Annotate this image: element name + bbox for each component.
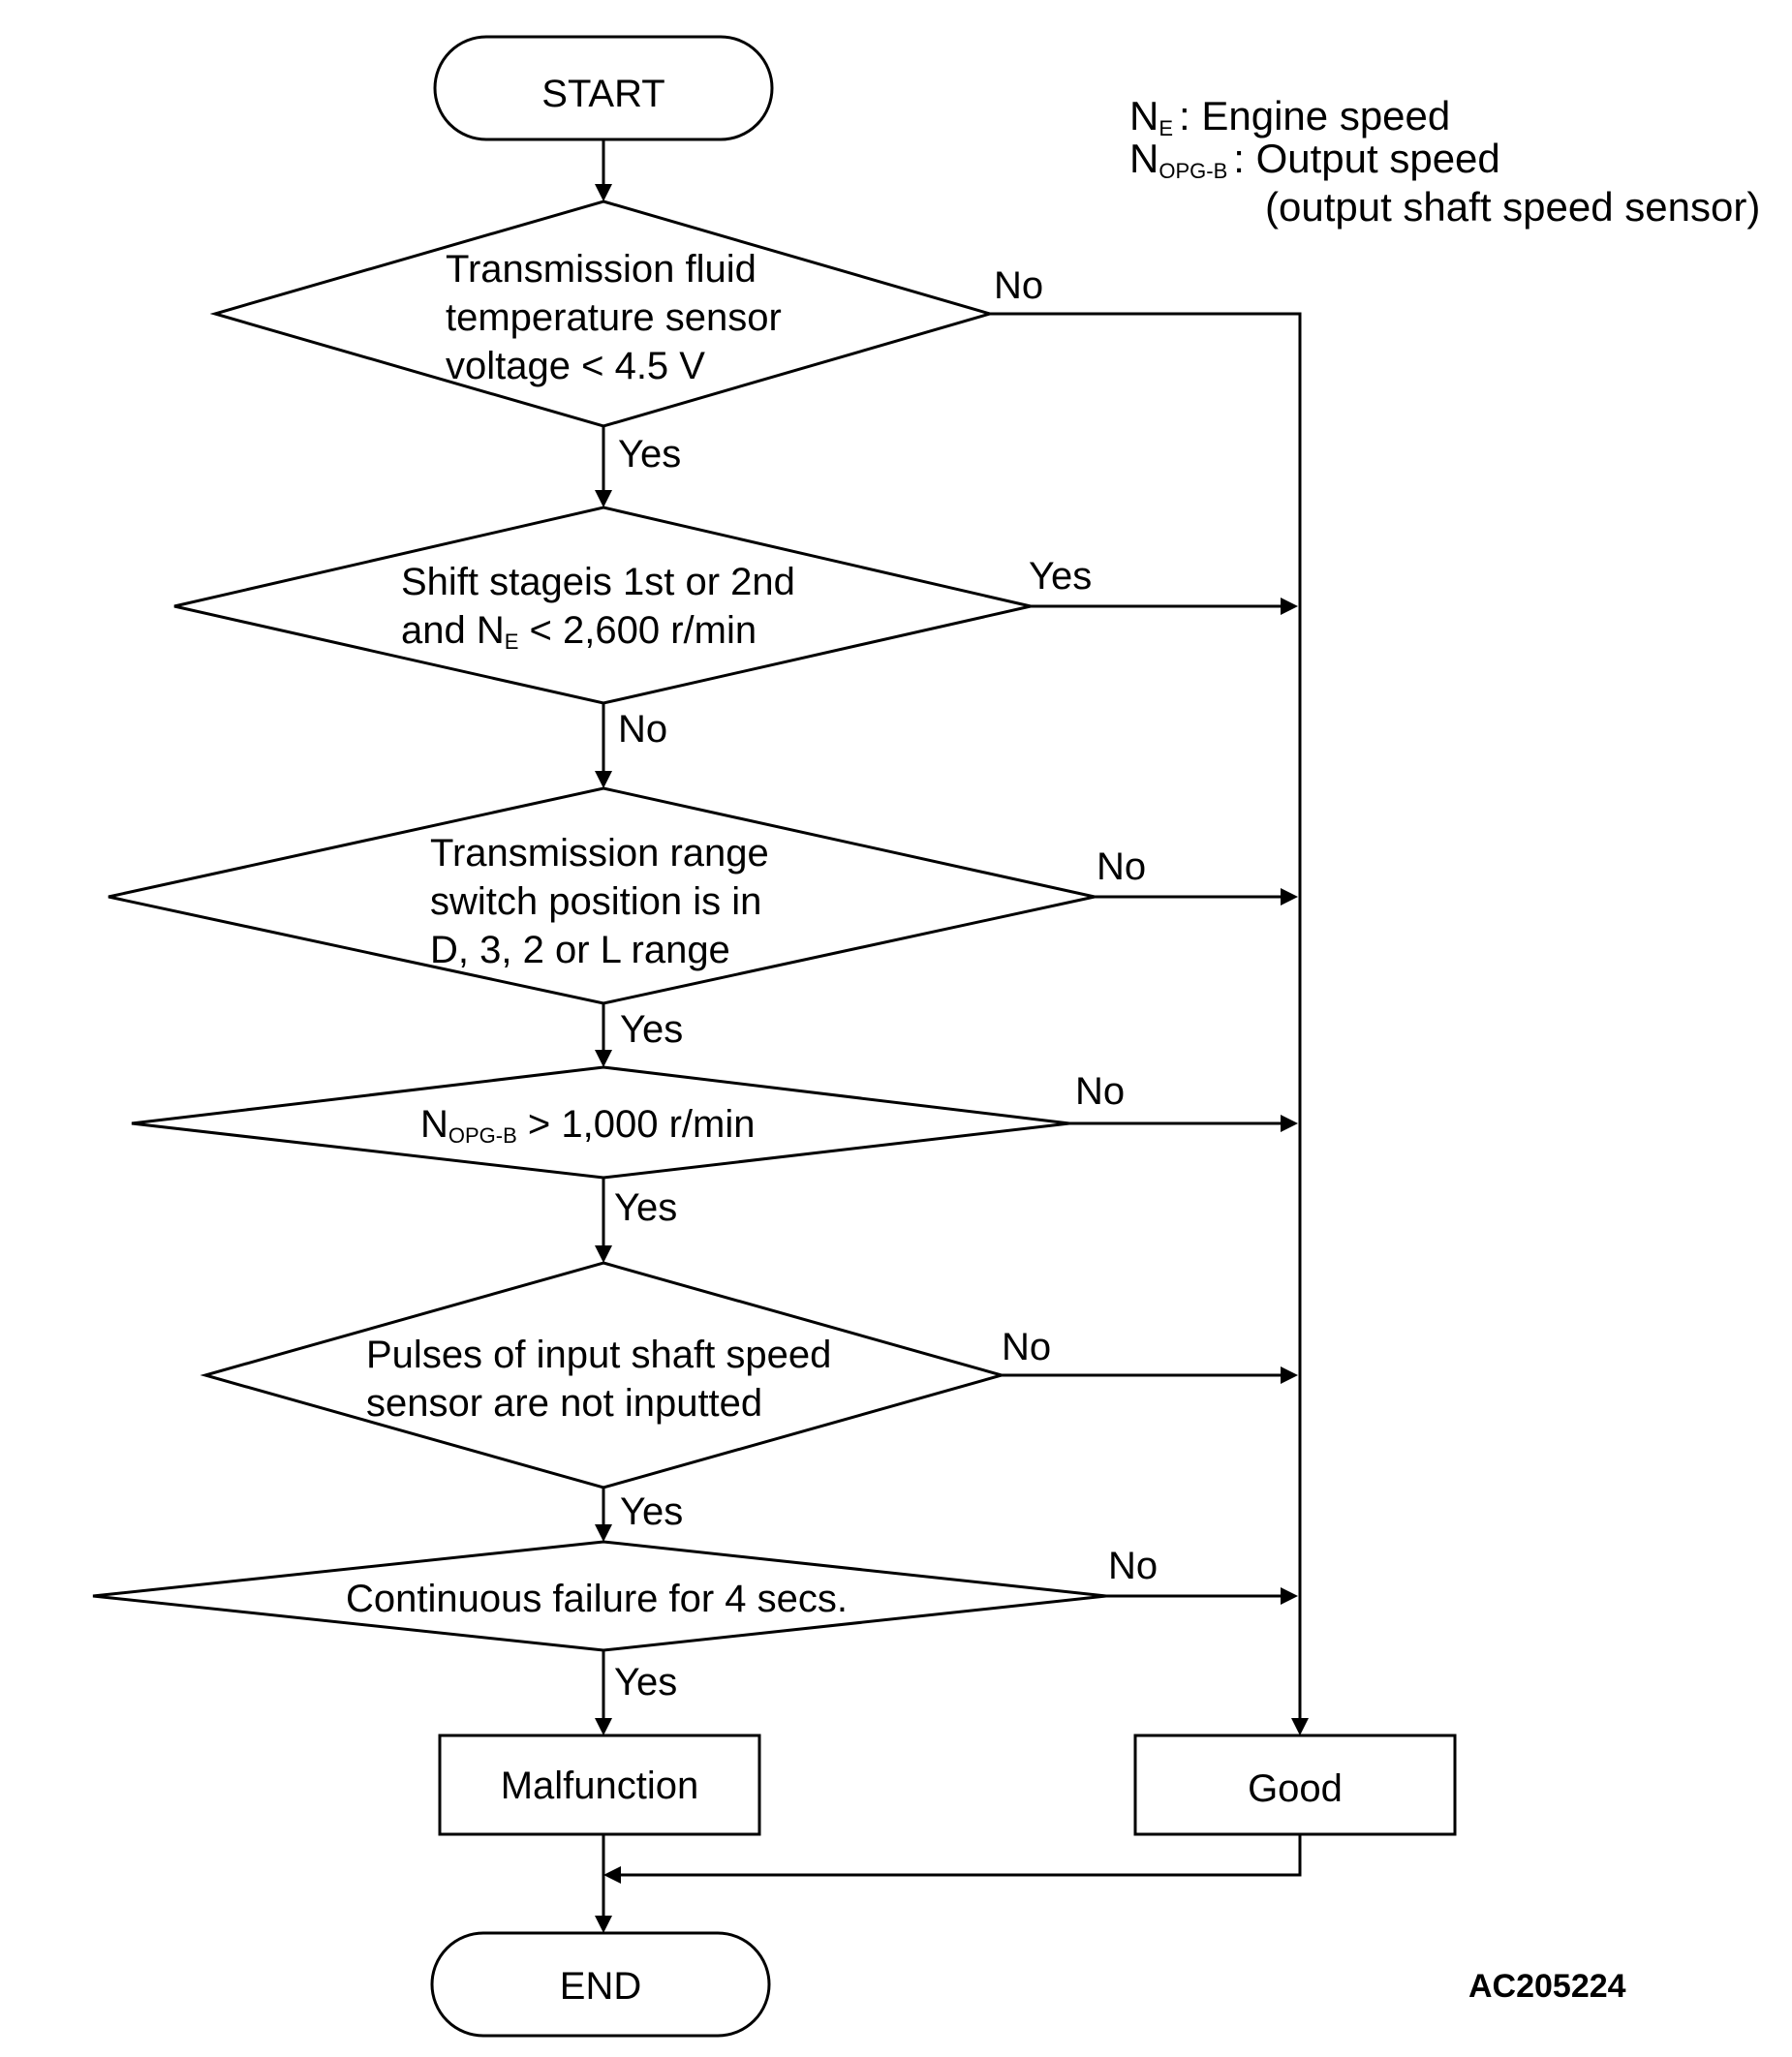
decision-fluid-temp-line3: voltage < 4.5 V [446, 345, 705, 387]
decision-shift-stage-line2: and NE < 2,600 r/min [401, 609, 757, 654]
decision-fluid-temp-line2: temperature sensor [446, 296, 782, 339]
legend-engine-speed: NE: Engine speed [1129, 93, 1450, 140]
arrow-head [595, 1245, 612, 1263]
decision-shift-stage-no-label: No [618, 708, 667, 751]
arrow-head [1291, 1718, 1309, 1735]
decision-input-pulses-line2: sensor are not inputted [366, 1382, 762, 1425]
decision-input-pulses-line1: Pulses of input shaft speed [366, 1334, 831, 1376]
decision-output-speed-yes-label: Yes [614, 1186, 677, 1229]
decision-range-switch-no-label: No [1097, 845, 1146, 888]
arrow-head [1281, 888, 1298, 906]
end-terminal [430, 1931, 771, 2038]
decision-shift-stage [173, 506, 1032, 705]
arrow-head [1281, 598, 1298, 615]
arrow-head [595, 490, 612, 507]
arrow-head [595, 771, 612, 788]
malfunction-label: Malfunction [501, 1765, 699, 1807]
decision-range-switch-yes-label: Yes [620, 1008, 683, 1051]
figure-code: AC205224 [1468, 1968, 1626, 2005]
arrow-head [1281, 1115, 1298, 1132]
arrow-head [603, 1866, 621, 1884]
decision-fluid-temp-line1: Transmission fluid [446, 248, 757, 291]
decision-range-switch-line1: Transmission range [430, 832, 769, 875]
legend-output-speed: NOPG-B: Output speed [1129, 136, 1500, 183]
decision-shift-stage-line1: Shift stageis 1st or 2nd [401, 561, 795, 603]
arrow-head [1281, 1587, 1298, 1605]
arrow-head [595, 184, 612, 201]
good-box [1133, 1734, 1457, 1836]
arrow-head [595, 1718, 612, 1735]
malfunction-box [438, 1734, 761, 1836]
arrow-head [595, 1050, 612, 1067]
decision-fluid-temp-no-label: No [994, 264, 1043, 307]
end-label: END [560, 1965, 641, 2008]
decision-input-pulses-no-label: No [1002, 1326, 1051, 1368]
decision-continuous-failure-yes-label: Yes [614, 1661, 677, 1704]
decision-shift-stage-yes-label: Yes [1029, 555, 1092, 598]
arrow-head [595, 1916, 612, 1933]
decision-output-speed-no-label: No [1075, 1070, 1125, 1113]
arrow-head [1281, 1366, 1298, 1384]
decision-continuous-failure-text: Continuous failure for 4 secs. [346, 1578, 848, 1620]
good-label: Good [1248, 1767, 1343, 1810]
arrow-head [595, 1524, 612, 1542]
decision-fluid-temp-yes-label: Yes [618, 433, 681, 476]
decision-input-pulses-yes-label: Yes [620, 1490, 683, 1533]
decision-continuous-failure-no-label: No [1108, 1545, 1158, 1587]
decision-range-switch-line3: D, 3, 2 or L range [430, 929, 730, 971]
decision-output-speed-text: NOPG-B > 1,000 r/min [420, 1103, 755, 1148]
decision-range-switch-line2: switch position is in [430, 880, 761, 923]
start-label: START [541, 73, 664, 115]
legend-output-speed-note: (output shaft speed sensor) [1265, 184, 1760, 230]
